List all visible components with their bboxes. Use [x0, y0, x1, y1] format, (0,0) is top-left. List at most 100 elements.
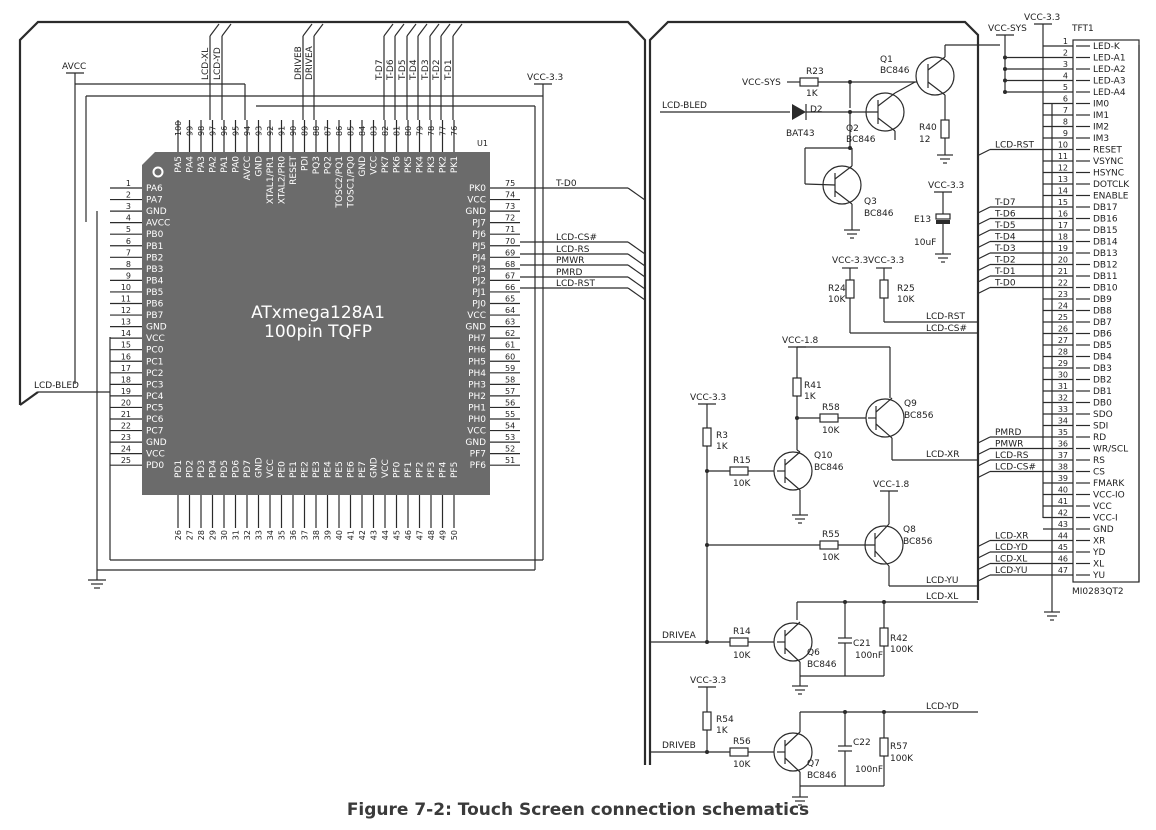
mcu-left-pin-num: 8: [126, 260, 131, 269]
mcu-left-pin-num: 10: [121, 283, 131, 292]
top-net-bend: [429, 23, 440, 37]
top-net-bend: [394, 23, 405, 37]
mcu-right-pin-label: PF6: [470, 461, 487, 471]
mcu-bottom-pin-num: 46: [404, 530, 413, 540]
mcu-left-pin-label: PA6: [146, 184, 163, 194]
tft-pin-label: FMARK: [1093, 479, 1125, 489]
mcu-top-pin-label: PK6: [393, 156, 403, 173]
mcu-left-pin-label: PB6: [146, 300, 164, 310]
tft-net-label: LCD-RS: [995, 451, 1029, 461]
r58-ref: R58: [822, 403, 840, 413]
mcu-left-pin-num: 25: [121, 456, 131, 465]
r58-val: 10K: [822, 426, 840, 436]
tft-pin-label: DB11: [1093, 272, 1118, 282]
tft-net-label: LCD-YD: [995, 543, 1028, 553]
mcu-left-pin-label: GND: [146, 438, 167, 448]
tft-net-label: LCD-XL: [995, 555, 1027, 565]
mcu-left-pin-label: AVCC: [146, 219, 170, 229]
mcu-right-pin-label: PH1: [468, 403, 486, 413]
top-net-bend: [452, 23, 463, 37]
right-net-bend: [627, 241, 646, 255]
mcu-top-pin-label: PK2: [439, 156, 449, 173]
mcu-top-pin-num: 100: [174, 121, 183, 136]
mcu-right-pin-label: PH6: [468, 346, 486, 356]
mcu-bottom-pin-label: PD5: [220, 460, 230, 478]
mcu-right-pin-num: 66: [505, 283, 515, 292]
tft-pin-num: 46: [1058, 555, 1068, 564]
tft-connector: TFT1 MI0283QT2 VCC-SYS VCC-3.3 1LED-K2LE…: [988, 13, 1140, 621]
bl-lcd-bled: LCD-BLED: [662, 101, 707, 111]
tft-pin-num: 25: [1058, 313, 1068, 322]
tft-net-bend: [977, 252, 991, 260]
mcu-right-pin-num: 62: [505, 329, 515, 338]
tft-net-label: LCD-CS#: [995, 463, 1036, 473]
mcu-right-pin-num: 57: [505, 387, 515, 396]
mcu-bottom-pin-num: 37: [301, 530, 310, 540]
tft-net-bend: [977, 229, 991, 237]
mcu-right-pin-label: VCC: [467, 196, 486, 206]
right-net-label: T-D0: [555, 179, 577, 189]
q9-val: BC856: [904, 411, 934, 421]
q8-ref: Q8: [903, 525, 916, 535]
tft-pin-num: 3: [1063, 60, 1068, 69]
tft-pin-num: 7: [1063, 106, 1068, 115]
tft-pin-num: 15: [1058, 198, 1068, 207]
tft-pin-num: 35: [1058, 428, 1068, 437]
mcu-top-pin-label: PQ2: [324, 156, 334, 174]
tft-pin-num: 11: [1058, 152, 1068, 161]
tft-pin-label: LED-K: [1093, 42, 1121, 52]
mcu-top-pin-label: GND: [255, 156, 265, 177]
mcu-bottom-pin-num: 35: [278, 530, 287, 540]
mcu-bottom-pin-num: 32: [243, 530, 252, 540]
tft-pin-label: LED-A1: [1093, 54, 1126, 64]
tft-net-label: LCD-XR: [995, 532, 1028, 542]
tft-net-bend: [977, 240, 991, 249]
q3-val: BC846: [864, 209, 894, 219]
mcu-right-pin-num: 54: [505, 422, 515, 431]
tft-net-label: T-D2: [994, 256, 1016, 266]
mcu-right-pin-num: 60: [505, 352, 515, 361]
r56-val: 10K: [733, 760, 751, 770]
tft-pin-label: XL: [1093, 560, 1104, 570]
tft-net-bend: [977, 436, 991, 444]
tft-pin-num: 31: [1058, 382, 1068, 391]
mcu-left-pin-num: 14: [121, 329, 131, 338]
mcu-right-pin-num: 68: [505, 260, 515, 269]
tft-pin-num: 6: [1063, 95, 1068, 104]
driveb-label: DRIVEB: [662, 741, 696, 751]
mcu-left-pin-label: VCC: [146, 334, 165, 344]
mcu-bottom-pin-label: PF4: [439, 461, 449, 478]
tft-pin-num: 4: [1063, 72, 1068, 81]
top-net-label: LCD-YD: [213, 47, 223, 80]
mcu-bottom-pin-num: 26: [174, 530, 183, 540]
tft-net-bend: [977, 574, 991, 582]
r55-ref: R55: [822, 530, 840, 540]
tft-pin-num: 13: [1058, 175, 1068, 184]
mcu-right-pin-num: 59: [505, 364, 515, 373]
tft-pin-num: 34: [1058, 417, 1068, 426]
mcu-top-pin-label: XTAL2/PR0: [278, 156, 288, 204]
r41-val: 1K: [804, 392, 817, 402]
mcu-left-pin-label: PC4: [146, 392, 164, 402]
tft-pin-num: 2: [1063, 49, 1068, 58]
pullup-cs: LCD-CS#: [926, 324, 967, 334]
tft-net-bend: [977, 470, 991, 479]
r15-val: 10K: [733, 479, 751, 489]
top-net-label: T-D1: [444, 59, 454, 81]
tft-pin-num: 18: [1058, 233, 1068, 242]
mcu-left-pin-label: PA7: [146, 196, 163, 206]
e13-vcc: VCC-3.3: [928, 181, 964, 191]
mcu-bottom-pin-num: 40: [335, 530, 344, 540]
mcu-bottom-pin-num: 27: [186, 530, 195, 540]
right-net-bend: [627, 187, 646, 201]
tft-pin-num: 24: [1058, 302, 1068, 311]
mcu-left-pin-label: PB4: [146, 276, 164, 286]
c22-val: 100nF: [855, 765, 883, 775]
mcu-top-pin-label: PA3: [197, 156, 207, 173]
r56-ref: R56: [733, 737, 751, 747]
bus-outlines: [18, 20, 980, 765]
mcu-left-pin-num: 18: [121, 375, 131, 384]
right-net-bend: [627, 276, 646, 290]
r40-ref: R40: [919, 123, 937, 133]
